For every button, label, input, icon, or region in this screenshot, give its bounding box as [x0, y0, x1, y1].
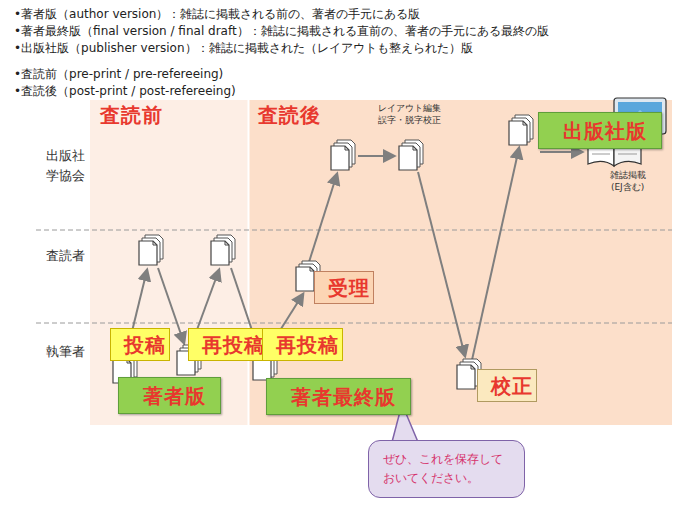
pre-review-band-fill — [90, 100, 248, 425]
row-label: 執筆者 — [46, 342, 89, 362]
definition-line: •査読後（post-print / post-refereeing) — [14, 83, 236, 100]
flow-arrows — [126, 148, 582, 360]
step-tag: 投稿 — [110, 328, 170, 361]
definition-line: •査読前（pre-print / pre-refereeing) — [14, 66, 223, 83]
node-text: 査読前 — [90, 100, 248, 129]
definition-line: •著者版（author version）：雑誌に掲載される前の、著者の手元にある… — [14, 6, 420, 23]
version-box: 出版社版 — [538, 112, 662, 149]
flow-arrow — [358, 155, 394, 157]
flow-arrow — [309, 174, 337, 262]
definition-line: •著者最終版（final version / final draft）：雑誌に掲… — [14, 23, 549, 40]
node-text: ぜひ、これを保存して おいてください。 — [383, 450, 510, 488]
row-separator — [36, 230, 672, 231]
row-label: 出版社 学協会 — [46, 146, 89, 185]
node-text: 校正 — [481, 371, 533, 400]
document-icon — [211, 235, 235, 265]
icon-caption: 雑誌掲載 (EJ含む) — [606, 170, 649, 193]
definition-line: •出版社版（publisher version）：雑誌に掲載された（レイアウトも… — [14, 40, 473, 57]
step-tag: 受理 — [314, 271, 374, 304]
node-text: 投稿 — [114, 330, 166, 359]
node-text: 再投稿 — [266, 330, 339, 359]
flow-arrow — [472, 148, 519, 360]
flow-arrow — [418, 172, 465, 356]
document-icon — [399, 140, 423, 170]
document-icons — [113, 115, 533, 389]
node-text: 再投稿 — [192, 330, 265, 359]
row-separator — [36, 323, 672, 324]
step-tag: 再投稿 — [262, 328, 343, 361]
flow-arrow — [540, 151, 582, 153]
row-label: 査読者 — [46, 246, 89, 266]
node-text: 出版社版 — [553, 116, 647, 145]
node-text: 著者最終版 — [281, 382, 396, 411]
step-tag: 再投稿 — [188, 328, 269, 361]
document-icon — [331, 140, 355, 170]
callout-bubble: ぜひ、これを保存して おいてください。 — [368, 440, 525, 498]
step-tag: 校正 — [477, 369, 537, 402]
version-box: 著者版 — [118, 377, 221, 414]
node-text: 著者版 — [133, 381, 206, 410]
document-icon — [139, 235, 163, 265]
node-text: 受理 — [318, 273, 370, 302]
band-divider — [248, 100, 250, 425]
version-box: 著者最終版 — [266, 378, 411, 415]
phase-band: 査読後再投稿受理著者最終版校正出版社版 — [248, 100, 672, 425]
step-note: レイアウト編集 誤字・脱字校正 — [378, 103, 446, 126]
phase-band: 査読前著者版投稿再投稿 — [90, 100, 248, 425]
document-icon — [509, 115, 533, 145]
post-review-band-fill — [248, 100, 672, 425]
